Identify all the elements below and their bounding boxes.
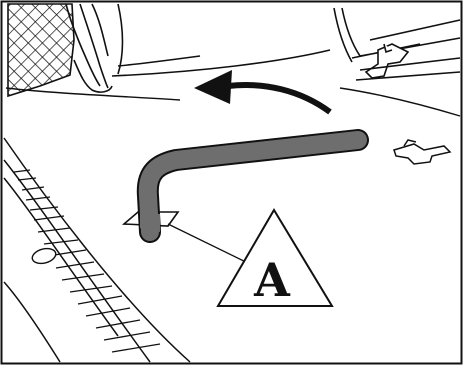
callout-label: A [253, 253, 291, 307]
